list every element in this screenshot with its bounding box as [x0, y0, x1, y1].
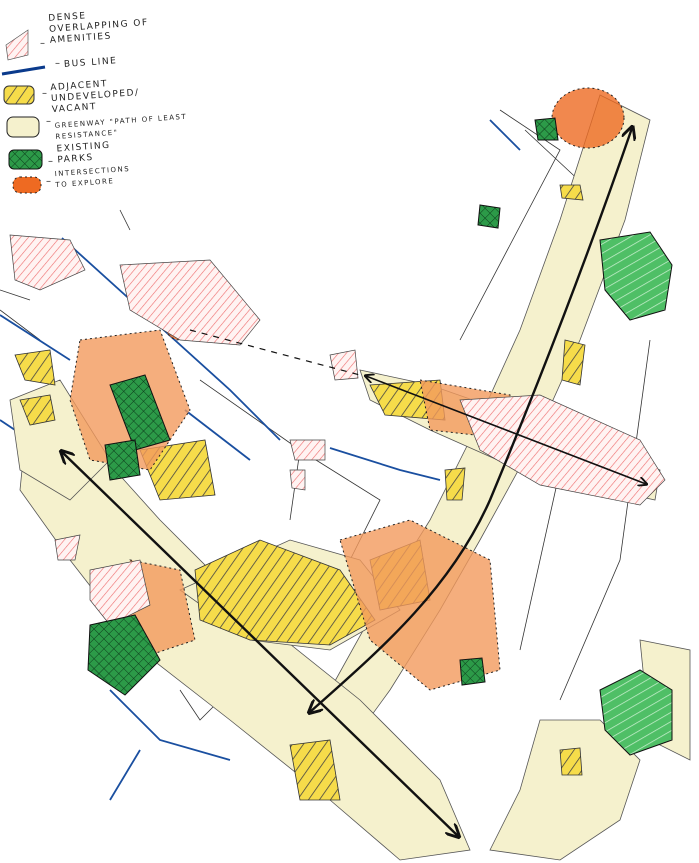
legend-label: Greenway "path of least resistance" — [54, 112, 188, 141]
bus-line-swatch — [1, 65, 46, 76]
legend-label: Intersections to explore — [54, 164, 131, 190]
legend-label: Dense overlapping of amenities — [47, 11, 149, 46]
map-legend: –Dense overlapping of amenities –Bus lin… — [0, 0, 200, 200]
legend-label: Bus line — [63, 56, 118, 70]
greenway-swatch — [6, 116, 40, 138]
legend-item-intersections: –Intersections to explore — [46, 164, 146, 190]
legend-item-parks: –Existing parks — [48, 140, 128, 167]
legend-item-bus: –Bus line — [55, 56, 118, 70]
amenities-swatch — [5, 29, 29, 61]
intersections-swatch — [12, 176, 42, 194]
parks-swatch — [8, 149, 43, 170]
legend-item-vacant: –Adjacent undeveloped/ vacant — [42, 79, 142, 116]
legend-label: Existing parks — [56, 140, 111, 166]
connector-dashed — [189, 329, 361, 376]
legend-item-greenway: –Greenway "path of least resistance" — [46, 113, 196, 141]
legend-swatches — [1, 29, 46, 194]
legend-label: Adjacent undeveloped/ vacant — [49, 79, 140, 116]
greenway-arrows — [62, 128, 646, 836]
legend-item-amenities: –Dense overlapping of amenities — [40, 10, 160, 49]
vacant-swatch — [3, 85, 35, 105]
